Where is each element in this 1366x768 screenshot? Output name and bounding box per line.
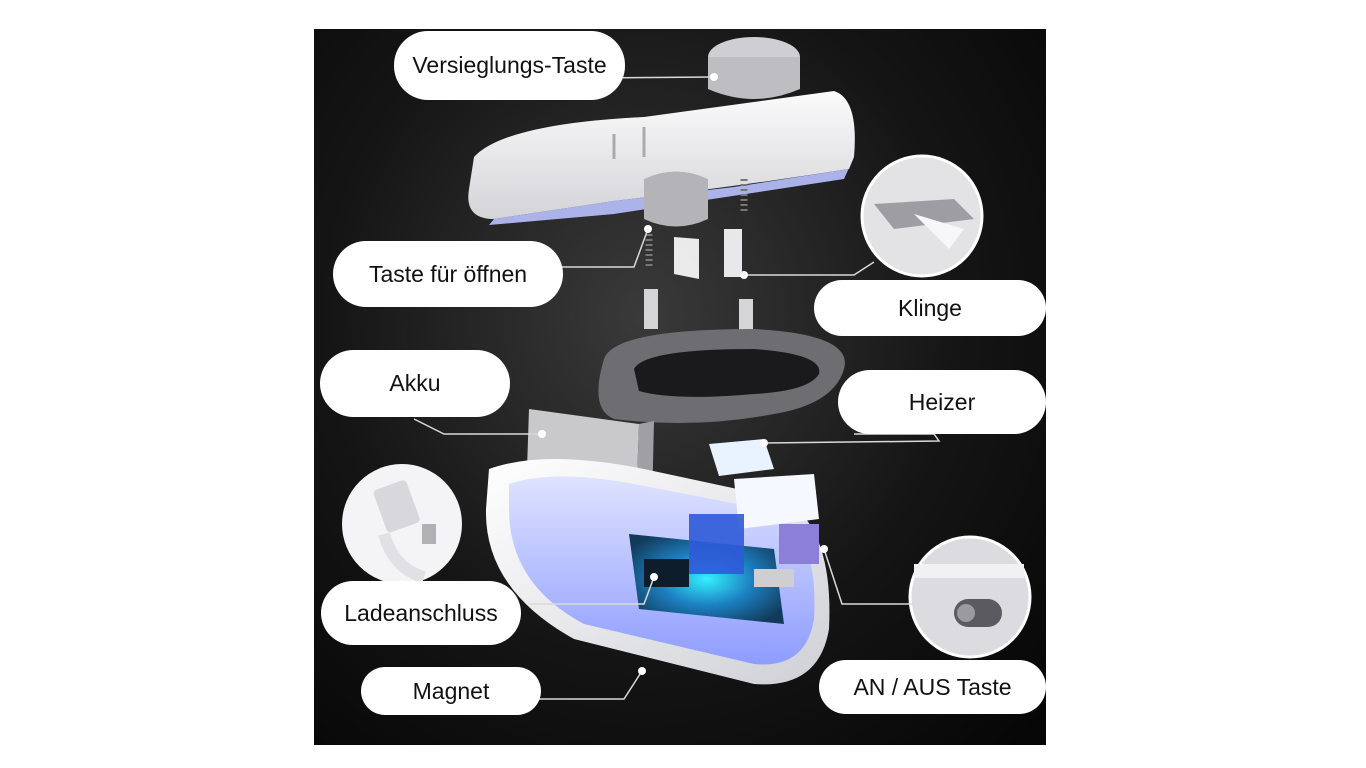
label-seal-button: Versieglungs-Taste xyxy=(394,31,625,100)
top-housing xyxy=(468,37,855,225)
label-heater: Heizer xyxy=(838,370,1046,434)
label-magnet: Magnet xyxy=(361,667,541,715)
blade-part xyxy=(644,229,753,339)
usb-cable-inset xyxy=(342,464,462,584)
label-blade: Klinge xyxy=(814,280,1046,336)
label-power-switch: AN / AUS Taste xyxy=(819,660,1046,714)
open-button-part xyxy=(644,171,748,279)
circuit-board xyxy=(629,514,794,624)
blade-zoom-inset xyxy=(860,154,984,278)
switch-part xyxy=(779,524,819,564)
leader-dots xyxy=(538,73,828,675)
label-open-button: Taste für öffnen xyxy=(333,241,563,307)
label-battery: Akku xyxy=(320,350,510,417)
device-illustration xyxy=(342,37,1032,700)
heater-frame xyxy=(598,329,845,423)
label-charging-port: Ladeanschluss xyxy=(321,581,521,645)
switch-zoom-inset xyxy=(908,535,1032,659)
heater-element xyxy=(709,439,819,529)
